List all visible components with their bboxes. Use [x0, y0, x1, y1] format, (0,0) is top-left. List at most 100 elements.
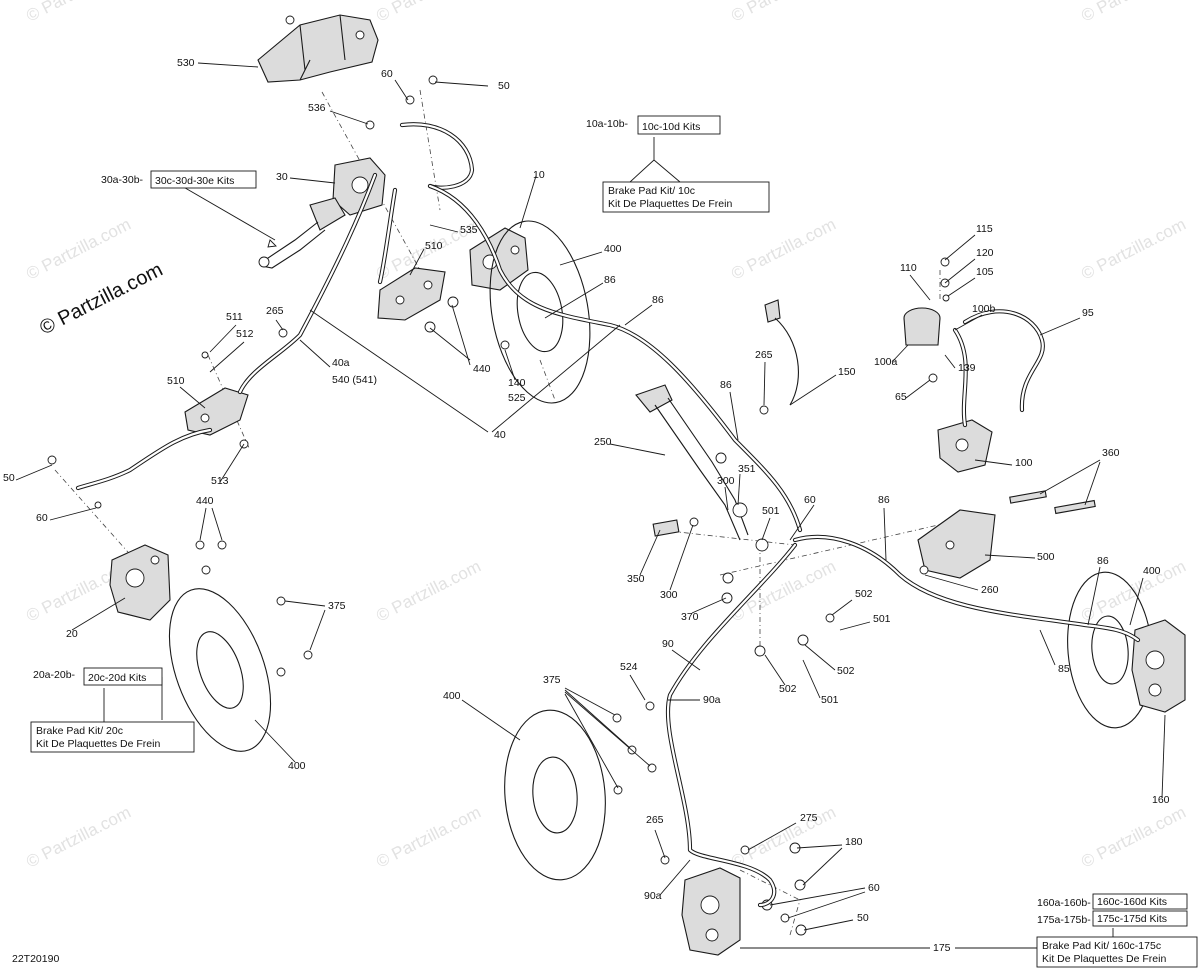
callout-label: 260	[981, 584, 999, 596]
left-front-caliper-bracket-510	[377, 267, 446, 321]
kit-box-label: 175c-175d Kits	[1097, 913, 1167, 925]
callout-label: 502	[855, 588, 873, 600]
watermark-text: © Partzilla.com	[728, 803, 839, 872]
note-line: Brake Pad Kit/ 20c	[36, 725, 123, 737]
rear-caliper-175	[681, 867, 741, 956]
watermark-text: © Partzilla.com	[23, 0, 134, 26]
watermark-text: © Partzilla.com	[1078, 803, 1189, 872]
watermark-text: © Partzilla.com	[1078, 0, 1189, 26]
kit-box-label: 30c-30d-30e Kits	[155, 175, 234, 187]
callout-label: 175	[933, 942, 951, 954]
callout-label: 120	[976, 247, 994, 259]
callout-label: 90	[662, 638, 674, 650]
callout-label: 400	[604, 243, 622, 255]
callout-label: 60	[381, 68, 393, 80]
callout-label: 540 (541)	[332, 374, 377, 386]
note-frame	[30, 721, 195, 753]
callout-label: 60	[804, 494, 816, 506]
bracket-530	[257, 14, 379, 83]
callout-label: 86	[878, 494, 890, 506]
callout-label: 300	[660, 589, 678, 601]
note-line: Kit De Plaquettes De Frein	[1042, 953, 1166, 965]
callout-label: 20	[66, 628, 78, 640]
kit-box: 160c-160d Kits	[1092, 893, 1188, 910]
callout-label: 90a	[644, 890, 662, 902]
callout-label: 525	[508, 392, 526, 404]
parts-artwork	[15, 14, 1186, 956]
front-master-cylinder-30	[258, 157, 386, 269]
callout-label: 501	[762, 505, 780, 517]
rear-reservoir-100a	[903, 307, 941, 346]
vent-hose-95	[962, 309, 1045, 413]
callout-label: 250	[594, 436, 612, 448]
callout-label: 350	[627, 573, 645, 585]
callout-label: 535	[460, 224, 478, 236]
callout-label: 160	[1152, 794, 1170, 806]
bracket-500	[917, 509, 996, 579]
callout-label: 86	[1097, 555, 1109, 567]
callout-label: 50	[857, 912, 869, 924]
callout-label: 105	[976, 266, 994, 278]
callout-label: 513	[211, 475, 229, 487]
callout-label: 360	[1102, 447, 1120, 459]
note-frame	[602, 181, 770, 213]
callout-label: 100b	[972, 303, 996, 315]
callout-label: 40a	[332, 357, 350, 369]
note-line: Brake Pad Kit/ 160c-175c	[1042, 940, 1161, 952]
kit-prefix-label: 160a-160b-	[1037, 897, 1091, 909]
callout-label: 375	[543, 674, 561, 686]
callout-label: 370	[681, 611, 699, 623]
callout-label: 440	[196, 495, 214, 507]
callout-label: 100	[1015, 457, 1033, 469]
callout-label: 530	[177, 57, 195, 69]
callout-label: 100a	[874, 356, 898, 368]
callout-label: 440	[473, 363, 491, 375]
callout-label: 400	[288, 760, 306, 772]
callout-label: 502	[837, 665, 855, 677]
callout-label: 265	[646, 814, 664, 826]
kit-prefix-label: 30a-30b-	[101, 174, 144, 186]
watermark-text: © Partzilla.com	[373, 557, 484, 626]
callout-label: 502	[779, 683, 797, 695]
watermark-text: © Partzilla.com	[728, 0, 839, 26]
callout-label: 65	[895, 391, 907, 403]
watermark-text: © Partzilla.com	[1078, 215, 1189, 284]
callout-label: 150	[838, 366, 856, 378]
kit-box: 20c-20d Kits	[83, 667, 163, 686]
kit-box-frame	[150, 170, 257, 189]
brake-pedal-250	[635, 384, 749, 541]
callout-label: 400	[443, 690, 461, 702]
right-front-caliper-bracket-510	[184, 387, 249, 436]
callout-label: 60	[868, 882, 880, 894]
watermark-text: © Partzilla.com	[728, 215, 839, 284]
front-caliper-20	[109, 544, 171, 621]
leader-lines	[15, 62, 1166, 949]
kit-box-frame	[1092, 910, 1188, 927]
front-caliper-10	[469, 227, 529, 291]
callout-label: 50	[498, 80, 510, 92]
callout-label: 115	[976, 223, 993, 235]
note-line: Kit De Plaquettes De Frein	[608, 198, 732, 210]
front-disc-400-left	[168, 588, 272, 752]
callout-label: 86	[720, 379, 732, 391]
callout-label: 501	[821, 694, 839, 706]
watermark-text: © Partzilla.com	[373, 0, 484, 26]
callout-label: 500	[1037, 551, 1055, 563]
watermark-text: © Partzilla.com	[373, 803, 484, 872]
callout-label: 501	[873, 613, 891, 625]
callout-label: 510	[425, 240, 443, 252]
callout-label: 10	[533, 169, 545, 181]
callout-label: 140	[508, 377, 526, 389]
kit-box-label: 10c-10d Kits	[642, 121, 700, 133]
callout-label: 180	[845, 836, 863, 848]
callout-label: 86	[604, 274, 616, 286]
rear-disc-400-center	[504, 709, 606, 881]
callout-label: 40	[494, 429, 506, 441]
callout-label: 86	[652, 294, 664, 306]
